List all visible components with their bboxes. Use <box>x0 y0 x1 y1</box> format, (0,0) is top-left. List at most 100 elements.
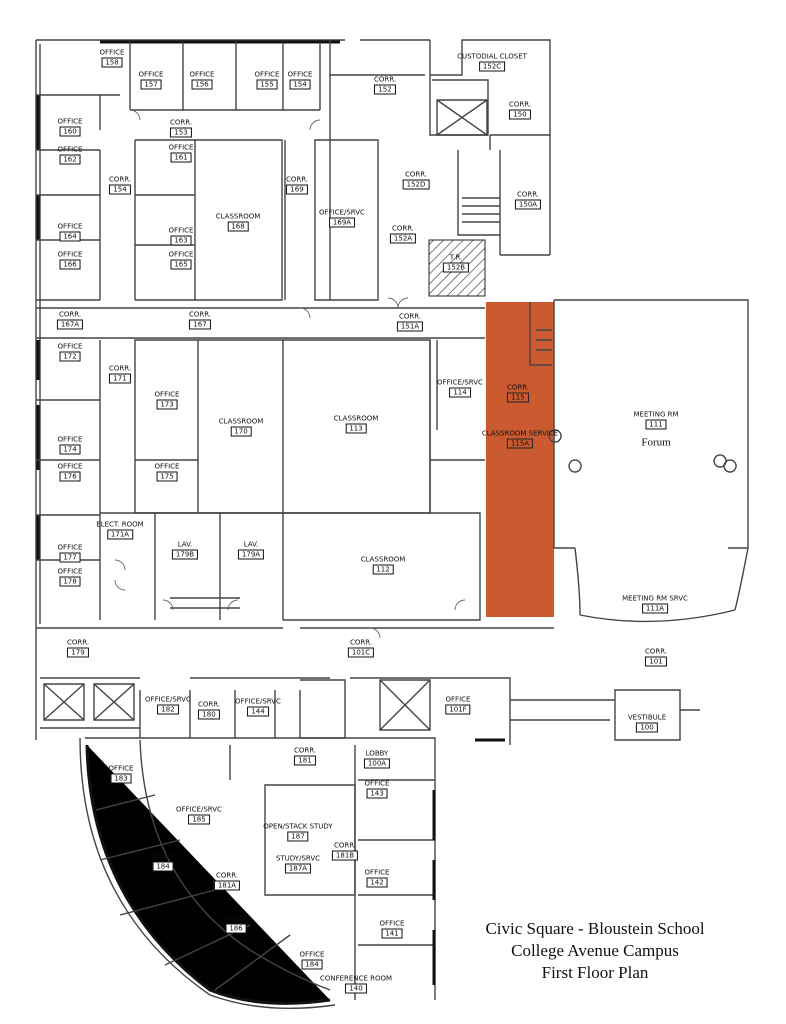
room-name: CORR. <box>516 190 540 199</box>
room-label-179: CORR.179 <box>67 639 89 658</box>
room-number: 165 <box>170 259 192 270</box>
room-name: CORR. <box>506 383 530 392</box>
room-label-152b: T.R.152B <box>442 254 470 273</box>
room-number: 153 <box>170 127 192 138</box>
room-number: 141 <box>381 928 403 939</box>
room-label-181b: CORR.181B <box>331 841 359 861</box>
room-number: 140 <box>345 983 367 994</box>
room-number: 152B <box>442 262 470 273</box>
room-label-169: CORR.169 <box>286 176 308 195</box>
room-label-180: CORR.180 <box>198 701 220 720</box>
room-name: OFFICE <box>154 390 180 399</box>
room-label-167: CORR.167 <box>189 311 211 330</box>
plan-caption: Civic Square - Bloustein School College … <box>450 918 740 984</box>
room-name: OFFICE/SRVC <box>176 805 222 814</box>
room-name: CUSTODIAL CLOSET <box>457 52 527 61</box>
room-name: OFFICE <box>150 852 176 861</box>
room-number: 171A <box>106 529 134 540</box>
room-label-153: CORR.153 <box>170 119 192 138</box>
room-number: 111A <box>641 603 669 614</box>
room-name: OFFICE/SRVC <box>319 208 365 217</box>
room-name: OFFICE <box>57 543 83 552</box>
room-number: 114 <box>449 387 471 398</box>
room-name: CORR. <box>404 170 428 179</box>
room-number: 172 <box>59 351 81 362</box>
room-number: 182 <box>157 704 179 715</box>
room-name: OFFICE <box>108 764 134 773</box>
room-name: CLASSROOM <box>360 555 406 564</box>
room-name: OFFICE <box>223 914 249 923</box>
room-number: 162 <box>59 154 81 165</box>
room-name: OPEN/STACK STUDY <box>263 822 333 831</box>
caption-line-1: Civic Square - Bloustein School <box>485 919 705 938</box>
room-number: 152D <box>402 179 430 190</box>
room-number: 156 <box>191 79 213 90</box>
room-label-101: CORR.101 <box>645 648 667 667</box>
room-name: CORR. <box>333 841 357 850</box>
room-name: OFFICE <box>168 226 194 235</box>
room-number: 143 <box>366 788 388 799</box>
room-name: MEETING RM <box>633 410 679 419</box>
room-number: 152A <box>389 233 417 244</box>
room-number: 113 <box>345 423 367 434</box>
room-number: 184 <box>301 959 323 970</box>
room-name: CORR. <box>293 746 317 755</box>
room-name: LOBBY <box>365 749 389 758</box>
room-label-152d: CORR.152D <box>402 170 430 190</box>
room-number: 169A <box>328 217 356 228</box>
caption-line-3: First Floor Plan <box>541 963 649 982</box>
room-number: 176 <box>59 471 81 482</box>
room-label-152: CORR.152 <box>374 76 396 95</box>
room-number: 154 <box>289 79 311 90</box>
room-label-167a: CORR.167A <box>56 311 84 330</box>
room-number: 183 <box>110 773 132 784</box>
room-number: 112 <box>372 564 394 575</box>
room-number: 171 <box>109 373 131 384</box>
room-number: 115A <box>506 438 534 449</box>
room-label-179b: LAV.179B <box>171 541 199 560</box>
room-number: 184 <box>152 861 174 872</box>
room-number: 101F <box>445 704 471 715</box>
room-name: CORR. <box>108 175 132 184</box>
room-name: CORR. <box>398 312 422 321</box>
room-number: 181A <box>213 880 241 891</box>
room-number: 185 <box>188 814 210 825</box>
room-name: OFFICE <box>254 70 280 79</box>
room-number: 169 <box>286 184 308 195</box>
room-label-181a: CORR.181A <box>213 872 241 891</box>
room-number: 151A <box>396 321 424 332</box>
room-name: OFFICE <box>57 222 83 231</box>
room-number: 100A <box>363 758 391 769</box>
room-name: CONFERENCE ROOM <box>319 974 393 983</box>
room-name: CLASSROOM <box>333 414 379 423</box>
room-name: OFFICE <box>168 250 194 259</box>
room-name: OFFICE <box>57 567 83 576</box>
room-number: 167A <box>56 319 84 330</box>
caption-line-2: College Avenue Campus <box>511 941 679 960</box>
room-number: 115 <box>507 392 529 403</box>
room-name: OFFICE <box>445 695 471 704</box>
